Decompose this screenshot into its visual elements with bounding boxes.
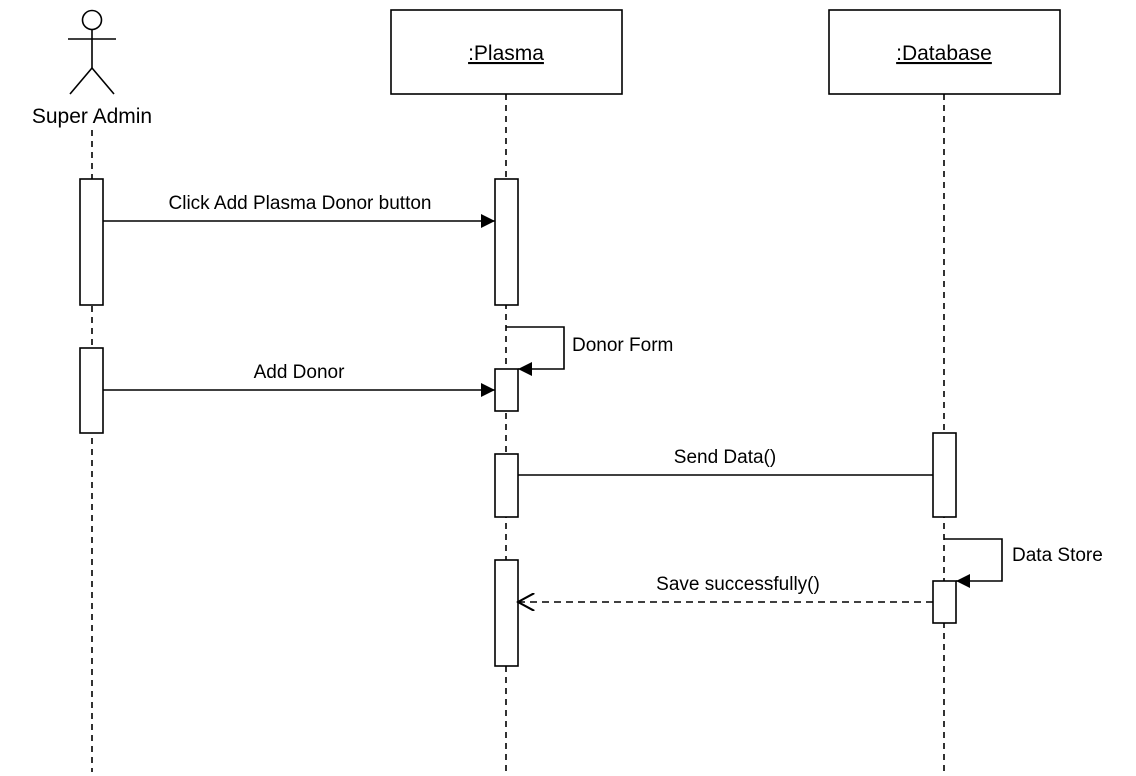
activation-plasma-2 bbox=[494, 368, 519, 412]
activation-plasma-3 bbox=[494, 453, 519, 518]
activation-super-admin-2 bbox=[79, 347, 104, 434]
message-send-data: Send Data() bbox=[518, 447, 933, 476]
message-click-add: Click Add Plasma Donor button bbox=[103, 193, 495, 228]
message-label: Data Store bbox=[1012, 545, 1103, 566]
message-add-donor: Add Donor bbox=[103, 362, 495, 397]
message-label: Donor Form bbox=[572, 335, 673, 356]
database-header-box bbox=[828, 9, 1061, 95]
activation-database-1 bbox=[932, 432, 957, 518]
activation-plasma-4 bbox=[494, 559, 519, 667]
self-message-arrow bbox=[506, 326, 565, 376]
message-label: Save successfully() bbox=[656, 574, 820, 595]
activation-plasma-1 bbox=[494, 178, 519, 306]
plasma-header-label: :Plasma bbox=[468, 42, 544, 65]
stick-figure-icon bbox=[68, 9, 116, 95]
message-label: Add Donor bbox=[254, 362, 346, 383]
plasma-header-box bbox=[390, 9, 623, 95]
participant-plasma: :Plasma bbox=[390, 9, 623, 95]
database-header-label: :Database bbox=[896, 42, 992, 65]
actor-label: Super Admin bbox=[32, 105, 152, 128]
self-message-arrow bbox=[944, 538, 1003, 588]
message-save-successfully: Save successfully() bbox=[518, 574, 933, 602]
activation-database-2 bbox=[932, 580, 957, 624]
message-data-store: Data Store bbox=[944, 538, 1103, 588]
message-label: Click Add Plasma Donor button bbox=[169, 193, 432, 214]
activation-super-admin-1 bbox=[79, 178, 104, 306]
message-label: Send Data() bbox=[674, 447, 776, 468]
participant-database: :Database bbox=[828, 9, 1061, 95]
message-donor-form: Donor Form bbox=[506, 326, 673, 376]
actor-super-admin: Super Admin bbox=[32, 9, 152, 128]
